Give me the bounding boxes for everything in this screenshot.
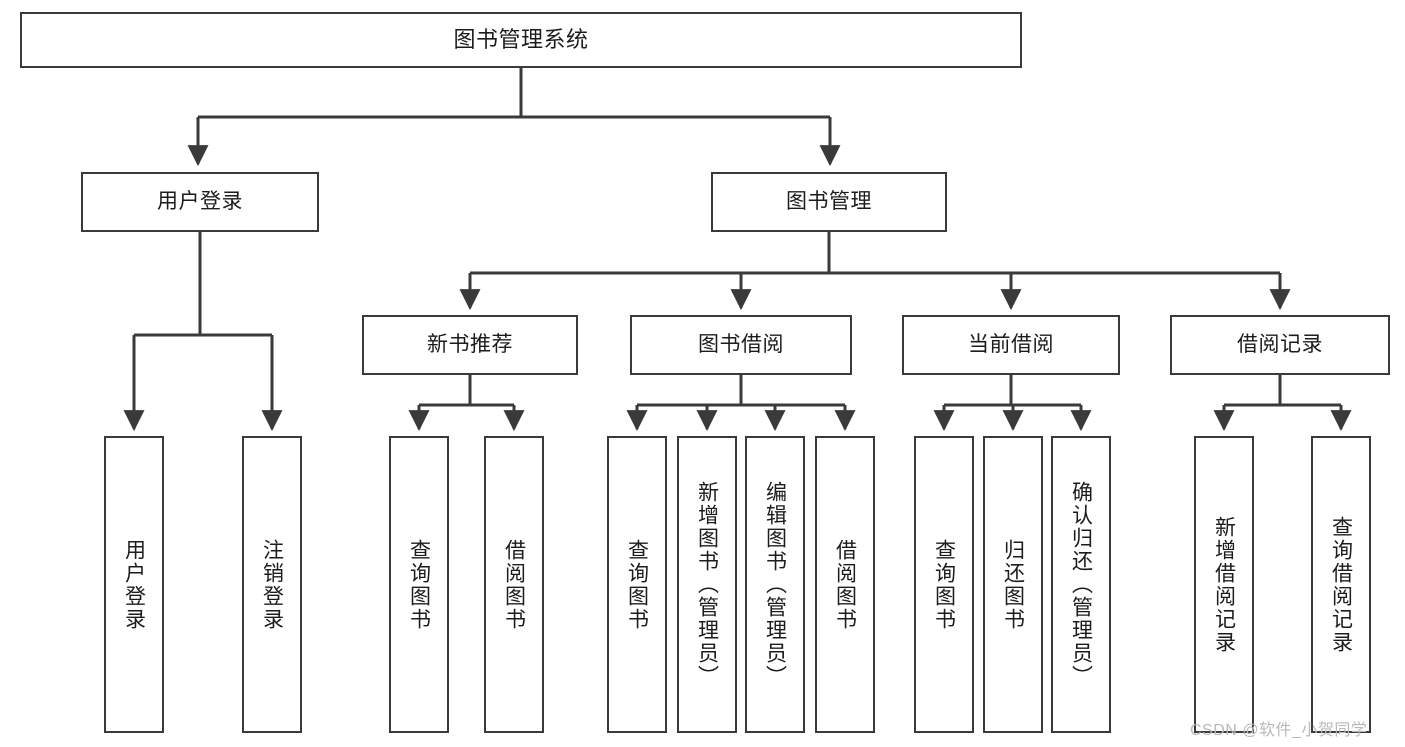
node-new-book-recommend[interactable]: 新书推荐 [362, 315, 578, 375]
leaf-borrow-book-1[interactable]: 借阅图书 [484, 436, 544, 733]
leaf-confirm-return[interactable]: 确认归还（管理员） [1051, 436, 1111, 733]
node-current-borrow[interactable]: 当前借阅 [902, 315, 1120, 375]
leaf-edit-book[interactable]: 编辑图书（管理员） [745, 436, 805, 733]
leaf-label: 用户登录 [122, 538, 146, 631]
leaf-query-book-2[interactable]: 查询图书 [607, 436, 667, 733]
leaf-label: 借阅图书 [502, 538, 526, 631]
leaf-label: 编辑图书（管理员） [763, 481, 787, 688]
leaf-label: 查询图书 [625, 538, 649, 631]
leaf-user-login[interactable]: 用户登录 [104, 436, 164, 733]
leaf-borrow-book-2[interactable]: 借阅图书 [815, 436, 875, 733]
node-user-login[interactable]: 用户登录 [81, 172, 319, 232]
leaf-label: 新增图书（管理员） [695, 481, 719, 688]
leaf-label: 归还图书 [1001, 538, 1025, 631]
leaf-label: 注销登录 [260, 538, 284, 631]
leaf-query-borrow-record[interactable]: 查询借阅记录 [1311, 436, 1371, 733]
leaf-add-book[interactable]: 新增图书（管理员） [677, 436, 737, 733]
leaf-return-book[interactable]: 归还图书 [983, 436, 1043, 733]
leaf-label: 新增借阅记录 [1212, 515, 1236, 654]
leaf-label: 借阅图书 [833, 538, 857, 631]
leaf-label: 查询借阅记录 [1329, 515, 1353, 654]
leaf-add-borrow-record[interactable]: 新增借阅记录 [1194, 436, 1254, 733]
csdn-watermark: CSDN @软件_小贺同学 [1190, 722, 1368, 739]
leaf-query-book-1[interactable]: 查询图书 [389, 436, 449, 733]
node-borrow-record[interactable]: 借阅记录 [1170, 315, 1390, 375]
leaf-logout[interactable]: 注销登录 [242, 436, 302, 733]
node-book-borrow[interactable]: 图书借阅 [630, 315, 852, 375]
leaf-label: 确认归还（管理员） [1069, 481, 1093, 688]
node-root-system[interactable]: 图书管理系统 [20, 12, 1022, 68]
leaf-query-book-3[interactable]: 查询图书 [914, 436, 974, 733]
leaf-label: 查询图书 [932, 538, 956, 631]
node-book-management[interactable]: 图书管理 [711, 172, 947, 232]
leaf-label: 查询图书 [407, 538, 431, 631]
